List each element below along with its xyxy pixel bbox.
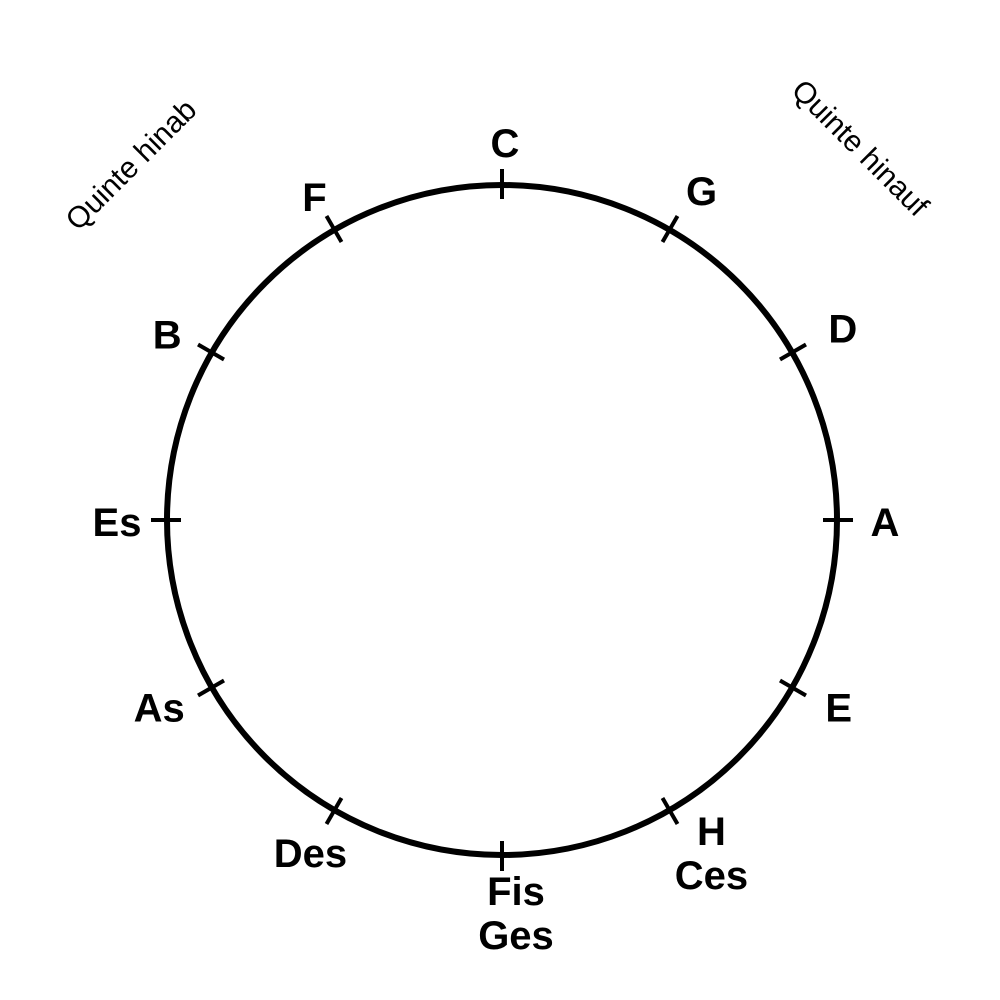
label-fifth-up: Quinte hinauf <box>785 74 935 224</box>
tick-mark <box>778 678 807 698</box>
note-label: F <box>302 176 326 220</box>
note-label-line: G <box>686 170 717 214</box>
note-label-line: C <box>491 122 520 166</box>
tick-mark <box>324 215 344 244</box>
note-label-line: H <box>697 810 726 854</box>
note-label-line: Des <box>274 832 347 876</box>
tick-mark <box>324 796 344 825</box>
label-fifth-down: Quinte hinab <box>60 93 204 237</box>
note-label-line: B <box>153 314 182 358</box>
tick-marks <box>151 169 853 871</box>
note-label-line: A <box>871 501 900 545</box>
tick-mark <box>660 796 680 825</box>
tick-mark <box>778 342 807 362</box>
note-label-line: As <box>134 687 185 731</box>
note-label: B <box>153 314 182 358</box>
note-label-line: Ges <box>478 914 554 958</box>
tick-mark <box>660 215 680 244</box>
note-label: C <box>491 122 520 166</box>
note-label: G <box>686 170 717 214</box>
note-label: A <box>871 501 900 545</box>
note-label: Des <box>274 832 347 876</box>
note-label: D <box>828 308 857 352</box>
tick-mark <box>197 678 226 698</box>
note-label-line: Ces <box>675 854 748 898</box>
circle-of-fifths-ring <box>164 182 840 858</box>
note-label-line: E <box>825 687 852 731</box>
note-label-line: D <box>828 308 857 352</box>
tick-mark <box>197 342 226 362</box>
note-label-line: F <box>302 176 326 220</box>
note-label: Es <box>93 501 142 545</box>
note-label: E <box>825 687 852 731</box>
note-label-line: Fis <box>487 870 545 914</box>
note-label: As <box>134 687 185 731</box>
note-label-line: Es <box>93 501 142 545</box>
